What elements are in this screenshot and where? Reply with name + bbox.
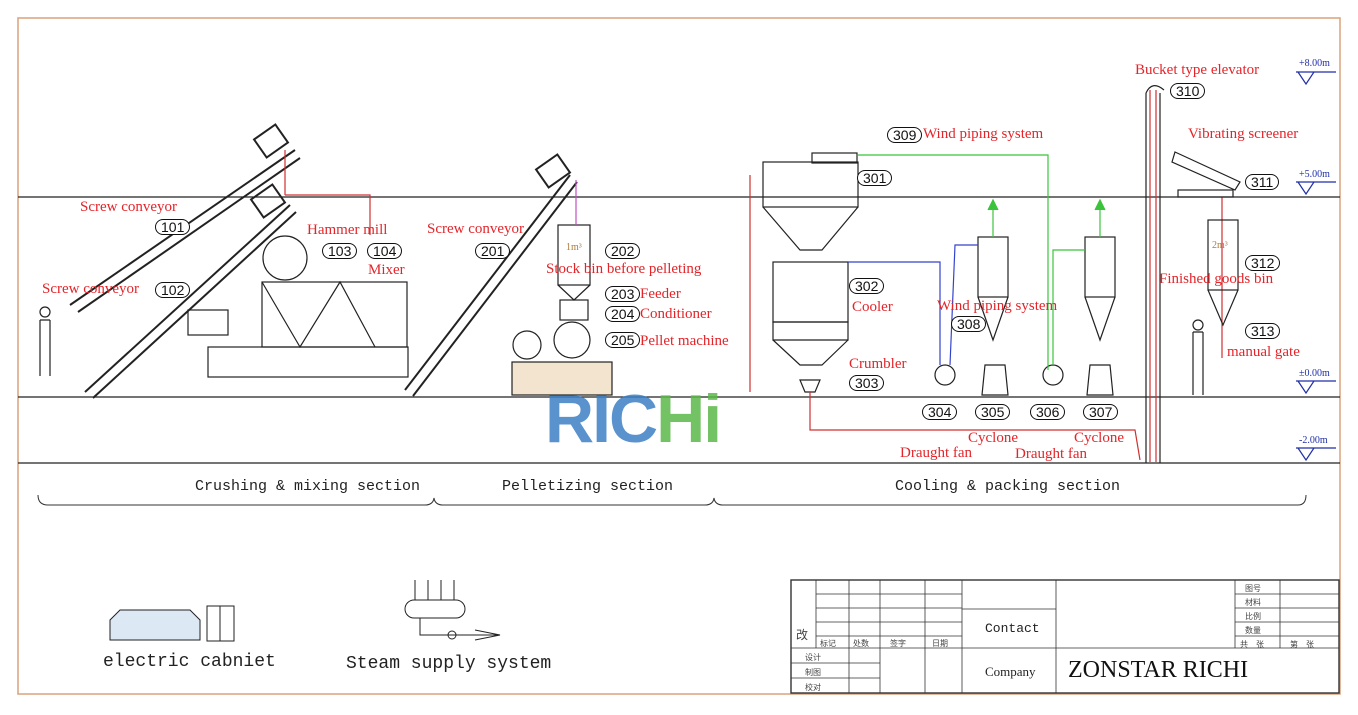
tag-305: 305 [975, 404, 1011, 420]
label-pellet-machine: Pellet machine [640, 333, 729, 349]
label-wind-piping-308: Wind piping system [937, 298, 1058, 314]
operators [39, 306, 1204, 395]
tb-col-sign: 签字 [890, 639, 906, 648]
hammer-mill-mixer [187, 150, 409, 378]
tag-309: 309 [887, 127, 923, 143]
section-pelletizing: Pelletizing section [502, 478, 674, 495]
level-zero: ±0.00m [1299, 368, 1330, 379]
label-vibrating-screener: Vibrating screener [1188, 126, 1299, 142]
title-block-grid [790, 579, 1340, 694]
level-plus-8: +8.00m [1299, 58, 1330, 69]
label-mixer: Mixer [368, 262, 405, 278]
tag-203: 203 [605, 286, 641, 302]
legend-icons [109, 580, 501, 642]
tb-quantity: 数量 [1245, 626, 1261, 635]
label-screw-conveyor-101: Screw conveyor [80, 199, 178, 215]
label-screw-conveyor-201: Screw conveyor [427, 221, 525, 237]
tb-row-check: 校对 [805, 683, 821, 692]
label-manual-gate: manual gate [1227, 344, 1300, 360]
tag-201: 201 [475, 243, 511, 259]
label-screw-conveyor-102: Screw conveyor [42, 281, 140, 297]
tag-103: 103 [322, 243, 358, 259]
stock-bin-volume: 1m³ [566, 242, 582, 253]
tag-306: 306 [1030, 404, 1066, 420]
tb-sheet-no: 第 张 [1290, 640, 1314, 649]
section-cooling-packing: Cooling & packing section [895, 478, 1121, 495]
tag-301: 301 [857, 170, 893, 186]
label-crumbler: Crumbler [849, 356, 907, 372]
tb-col-count: 处数 [853, 639, 869, 648]
tag-202: 202 [605, 243, 641, 259]
label-stock-bin: Stock bin before pelleting [546, 261, 702, 277]
legend-steam-supply: Steam supply system [346, 654, 552, 674]
cooler [762, 152, 859, 393]
tag-104: 104 [367, 243, 403, 259]
section-crushing-mixing: Crushing & mixing section [195, 478, 421, 495]
label-feeder: Feeder [640, 286, 681, 302]
wind-piping-green [858, 154, 1106, 370]
elevator-screener-bin [1145, 85, 1241, 463]
level-minus-2: -2.00m [1299, 435, 1328, 446]
tb-revision: 改 [796, 628, 809, 642]
pellet-machine [511, 180, 613, 396]
label-cyclone-1: Cyclone [968, 430, 1018, 446]
tag-101: 101 [155, 219, 191, 235]
tb-row-design: 设计 [805, 653, 821, 662]
tag-308: 308 [951, 316, 987, 332]
drawing-frame [17, 17, 1341, 695]
tb-col-mark: 标记 [820, 639, 836, 648]
label-bucket-elevator: Bucket type elevator [1135, 62, 1260, 78]
tag-204: 204 [605, 306, 641, 322]
tb-drawing-no: 图号 [1245, 584, 1261, 593]
richi-logo: RICHi [545, 381, 722, 457]
conveying-red [749, 90, 1223, 462]
tag-312: 312 [1245, 255, 1281, 271]
tag-311: 311 [1245, 174, 1280, 190]
screw-conveyors [69, 123, 578, 399]
tag-302: 302 [849, 278, 885, 294]
tag-303: 303 [849, 375, 885, 391]
level-markers [1296, 71, 1336, 462]
label-cyclone-2: Cyclone [1074, 430, 1124, 446]
label-finished-goods-bin: Finished goods bin [1159, 271, 1274, 287]
level-plus-5: +5.00m [1299, 169, 1330, 180]
tag-310: 310 [1170, 83, 1206, 99]
label-cooler: Cooler [852, 299, 893, 315]
label-wind-piping-309: Wind piping system [923, 126, 1044, 142]
tb-material: 材料 [1245, 598, 1261, 607]
floor-lines [18, 196, 1340, 464]
label-draught-fan-2: Draught fan [1015, 446, 1088, 462]
tb-company-label: Company [985, 664, 1036, 679]
tb-contact-label: Contact [985, 621, 1040, 636]
label-conditioner: Conditioner [640, 306, 712, 322]
tb-company-name: ZONSTAR RICHI [1068, 657, 1249, 683]
label-draught-fan-1: Draught fan [900, 445, 973, 461]
tb-col-date: 日期 [932, 639, 948, 648]
label-hammer-mill: Hammer mill [307, 222, 388, 238]
tb-sheets-total: 共 张 [1240, 640, 1264, 649]
tag-307: 307 [1083, 404, 1119, 420]
section-braces [37, 494, 1307, 506]
legend-electric-cabinet: electric cabniet [103, 652, 276, 672]
tag-304: 304 [922, 404, 958, 420]
tb-row-draw: 制图 [805, 668, 821, 677]
tag-102: 102 [155, 282, 191, 298]
tb-scale: 比例 [1245, 612, 1261, 621]
tag-205: 205 [605, 332, 641, 348]
tag-313: 313 [1245, 323, 1281, 339]
finished-bin-volume: 2m³ [1212, 240, 1228, 251]
cyclones-fans [934, 236, 1116, 396]
